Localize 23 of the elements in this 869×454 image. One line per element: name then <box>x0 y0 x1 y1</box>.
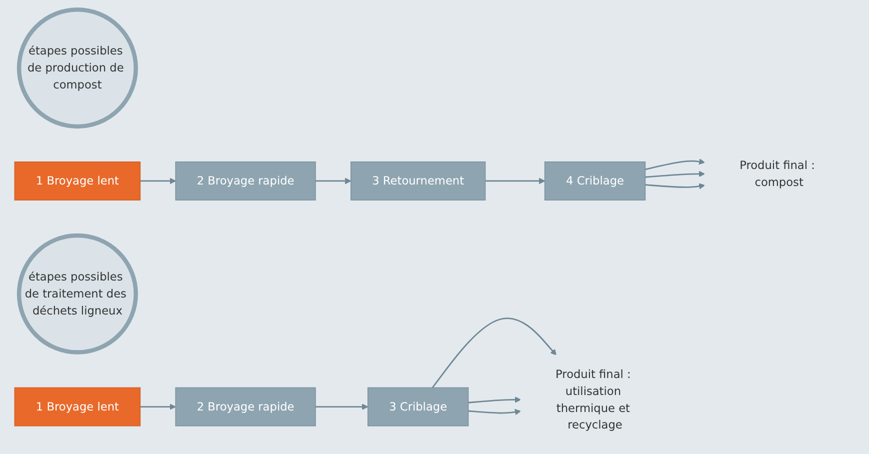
node-box <box>544 162 646 200</box>
arrow <box>468 408 522 416</box>
arrow <box>468 396 522 404</box>
node-box <box>176 162 316 200</box>
node-circle <box>17 233 138 354</box>
arrow <box>316 404 369 410</box>
process-diagram: étapes possibles de production de compost 1 Broyage lent 2 Broyage rapide 3 Retournement 4 Criblage Produit final : compost étapes possibles de traitement des déchets ligneux 1 Broyage lent 2 Broyage rapide 3 Criblage Produit final : utilisation thermique et recyclage <box>9 4 860 450</box>
arrow <box>140 178 176 184</box>
arrow <box>646 158 706 170</box>
arrow <box>646 170 706 178</box>
node-text: Produit final : utilisation thermique et recyclage <box>556 367 632 432</box>
node-circle <box>17 8 138 129</box>
node-box <box>176 387 316 426</box>
arrow <box>316 178 352 184</box>
node-box <box>351 162 486 200</box>
arrow <box>140 404 176 410</box>
arrow <box>486 178 546 184</box>
node-box <box>14 387 142 426</box>
node-box <box>368 387 470 426</box>
node-text: Produit final : compost <box>740 158 816 189</box>
arrow <box>646 183 706 190</box>
arrow <box>432 318 557 388</box>
node-box <box>14 162 142 200</box>
